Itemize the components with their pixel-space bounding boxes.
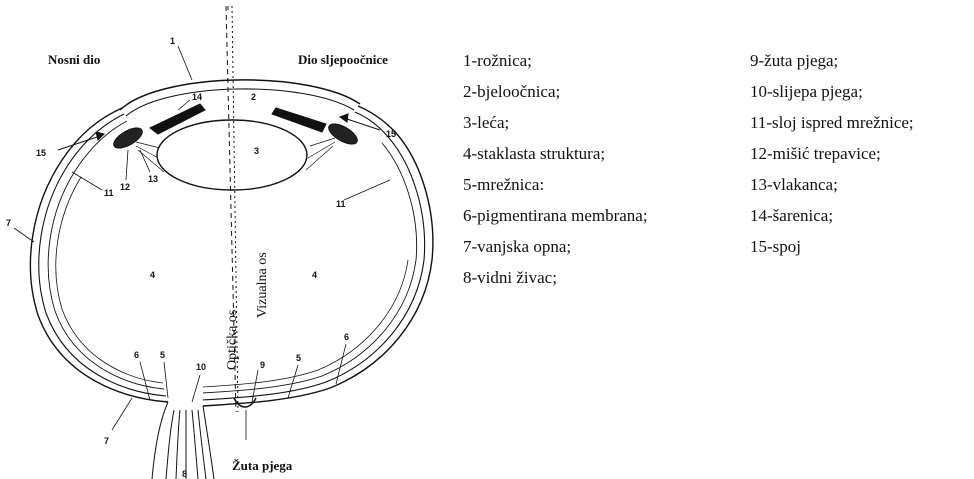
visual-axis-label: Vizualna os bbox=[255, 252, 270, 318]
legend-item: 9-žuta pjega; bbox=[750, 45, 914, 76]
legend-item: 6-pigmentirana membrana; bbox=[463, 200, 648, 231]
legend-item: 10-slijepa pjega; bbox=[750, 76, 914, 107]
part-number-11-right: 11 bbox=[336, 199, 346, 209]
lens bbox=[157, 120, 307, 190]
legend-left-column: 1-rožnica; 2-bjeloočnica; 3-leća; 4-stak… bbox=[463, 45, 648, 293]
part-number-7-bottom: 7 bbox=[104, 436, 109, 446]
legend-item: 7-vanjska opna; bbox=[463, 231, 648, 262]
legend-item: 8-vidni živac; bbox=[463, 262, 648, 293]
part-number-7-top: 7 bbox=[6, 218, 11, 228]
part-number-12: 12 bbox=[120, 182, 130, 192]
part-number-2: 2 bbox=[251, 92, 256, 102]
legend-item: 1-rožnica; bbox=[463, 45, 648, 76]
part-number-10: 10 bbox=[196, 362, 206, 372]
legend-item: 13-vlakanca; bbox=[750, 169, 914, 200]
part-number-8: 8 bbox=[182, 469, 187, 479]
legend-item: 3-leća; bbox=[463, 107, 648, 138]
header-nasal-side: Nosni dio bbox=[48, 52, 100, 67]
legend-right-column: 9-žuta pjega; 10-slijepa pjega; 11-sloj … bbox=[750, 45, 914, 262]
part-number-6-left: 6 bbox=[134, 350, 139, 360]
optical-axis-label: Optička os bbox=[225, 310, 240, 370]
cornea bbox=[120, 80, 360, 116]
legend-item: 11-sloj ispred mrežnice; bbox=[750, 107, 914, 138]
part-number-15-right: 15 bbox=[386, 129, 396, 139]
part-number-14: 14 bbox=[192, 92, 202, 102]
part-number-9: 9 bbox=[260, 360, 265, 370]
part-number-1: 1 bbox=[170, 36, 175, 46]
part-number-15-left: 15 bbox=[36, 148, 46, 158]
optic-nerve bbox=[152, 402, 214, 479]
part-number-11-left: 11 bbox=[104, 188, 114, 198]
legend-item: 5-mrežnica: bbox=[463, 169, 648, 200]
header-temporal-side: Dio sljepoočnice bbox=[298, 52, 388, 67]
part-number-3: 3 bbox=[254, 146, 259, 156]
part-number-13: 13 bbox=[148, 174, 158, 184]
legend-item: 12-mišić trepavice; bbox=[750, 138, 914, 169]
legend-item: 4-staklasta struktura; bbox=[463, 138, 648, 169]
part-number-5-left: 5 bbox=[160, 350, 165, 360]
fovea-bottom-label: Žuta pjega bbox=[232, 458, 293, 473]
part-number-4-right: 4 bbox=[312, 270, 317, 280]
legend-item: 15-spoj bbox=[750, 231, 914, 262]
legend-item: 2-bjeloočnica; bbox=[463, 76, 648, 107]
legend-item: 14-šarenica; bbox=[750, 200, 914, 231]
part-number-6-right: 6 bbox=[344, 332, 349, 342]
leader-lines bbox=[14, 46, 390, 440]
part-number-5-right: 5 bbox=[296, 353, 301, 363]
part-number-4-left: 4 bbox=[150, 270, 155, 280]
